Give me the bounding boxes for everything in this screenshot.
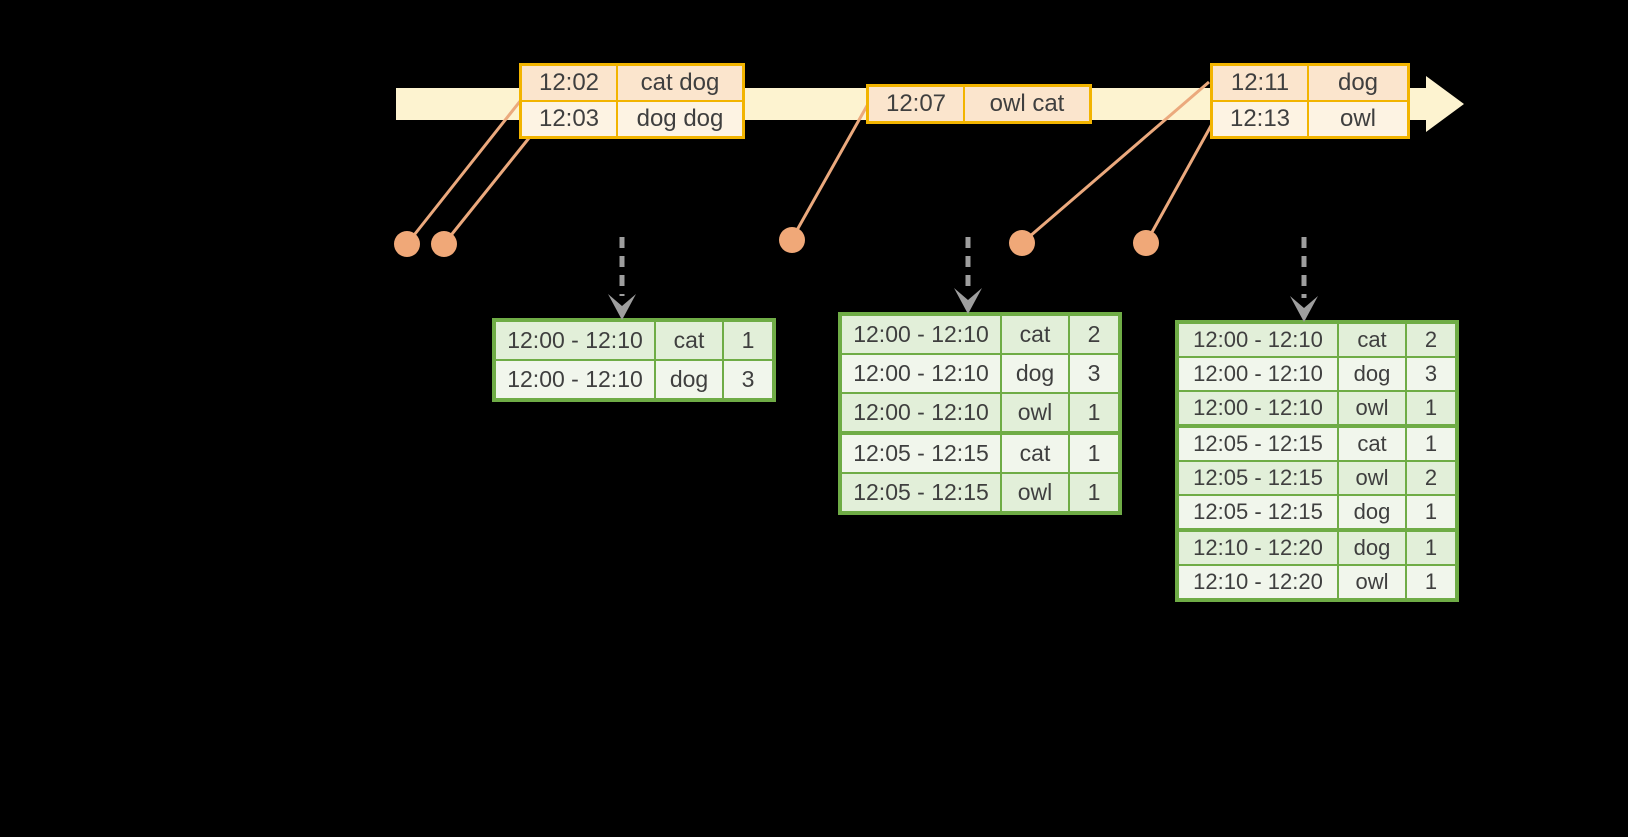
table-cell: cat <box>1000 313 1070 355</box>
event-connector-line <box>1144 123 1214 244</box>
table-cell: 3 <box>722 359 775 401</box>
table-cell: 1 <box>722 319 775 361</box>
table-cell: owl <box>1307 100 1410 139</box>
table-cell: 3 <box>1405 356 1458 392</box>
table-cell: 12:05 - 12:15 <box>839 472 1002 514</box>
table-cell: 2 <box>1405 460 1458 496</box>
table-cell: cat <box>1337 425 1407 462</box>
table-cell: dog <box>1337 494 1407 532</box>
event-dots <box>394 227 1159 257</box>
table-cell: 1 <box>1068 392 1121 435</box>
table-cell: 12:00 - 12:10 <box>1176 356 1339 392</box>
trigger-arrow-icon <box>1290 296 1318 322</box>
table-cell: 2 <box>1405 321 1458 358</box>
event-dot <box>1133 230 1159 256</box>
table-cell: 1 <box>1405 425 1458 462</box>
table-cell: 12:00 - 12:10 <box>1176 390 1339 428</box>
table-cell: 12:05 - 12:15 <box>839 432 1002 474</box>
table-cell: 1 <box>1068 472 1121 514</box>
table-cell: cat dog <box>616 63 745 102</box>
timeline-arrowhead-icon <box>1426 76 1464 132</box>
event-connector-line <box>790 103 870 240</box>
table-cell: 12:07 <box>866 84 965 124</box>
table-cell: cat <box>654 319 724 361</box>
event-dot <box>394 231 420 257</box>
table-cell: dog <box>1337 529 1407 566</box>
table-cell: dog <box>654 359 724 401</box>
table-cell: 1 <box>1405 390 1458 428</box>
table-cell: dog <box>1000 353 1070 394</box>
table-cell: cat <box>1337 321 1407 358</box>
table-cell: owl <box>1000 392 1070 435</box>
trigger-arrow-icon <box>608 294 636 320</box>
table-cell: 12:00 - 12:10 <box>839 392 1002 435</box>
table-cell: dog dog <box>616 100 745 139</box>
table-cell: 1 <box>1405 494 1458 532</box>
table-cell: 12:05 - 12:15 <box>1176 425 1339 462</box>
table-cell: 12:00 - 12:10 <box>1176 321 1339 358</box>
table-cell: 3 <box>1068 353 1121 394</box>
event-dot <box>1009 230 1035 256</box>
table-cell: owl <box>1337 564 1407 601</box>
table-cell: owl <box>1337 390 1407 428</box>
table-cell: dog <box>1307 63 1410 102</box>
table-cell: 1 <box>1405 564 1458 601</box>
table-cell: 12:13 <box>1210 100 1309 139</box>
table-cell: 1 <box>1068 432 1121 474</box>
table-cell: 12:10 - 12:20 <box>1176 529 1339 566</box>
table-cell: 12:00 - 12:10 <box>839 313 1002 355</box>
table-cell: owl <box>1337 460 1407 496</box>
event-dot <box>779 227 805 253</box>
trigger-arrow-stems <box>619 237 1307 298</box>
table-cell: 1 <box>1405 529 1458 566</box>
table-cell: 2 <box>1068 313 1121 355</box>
trigger-arrow-icon <box>954 288 982 314</box>
table-cell: 12:00 - 12:10 <box>493 359 656 401</box>
table-cell: cat <box>1000 432 1070 474</box>
table-cell: dog <box>1337 356 1407 392</box>
table-cell: owl cat <box>963 84 1092 124</box>
event-connector-line <box>405 99 523 245</box>
event-connector-line <box>442 137 531 245</box>
table-cell: 12:05 - 12:15 <box>1176 460 1339 496</box>
table-cell: 12:11 <box>1210 63 1309 102</box>
table-cell: 12:05 - 12:15 <box>1176 494 1339 532</box>
event-dot <box>431 231 457 257</box>
table-cell: 12:02 <box>519 63 618 102</box>
table-cell: 12:00 - 12:10 <box>839 353 1002 394</box>
table-cell: 12:00 - 12:10 <box>493 319 656 361</box>
table-cell: owl <box>1000 472 1070 514</box>
table-cell: 12:10 - 12:20 <box>1176 564 1339 601</box>
table-cell: 12:03 <box>519 100 618 139</box>
